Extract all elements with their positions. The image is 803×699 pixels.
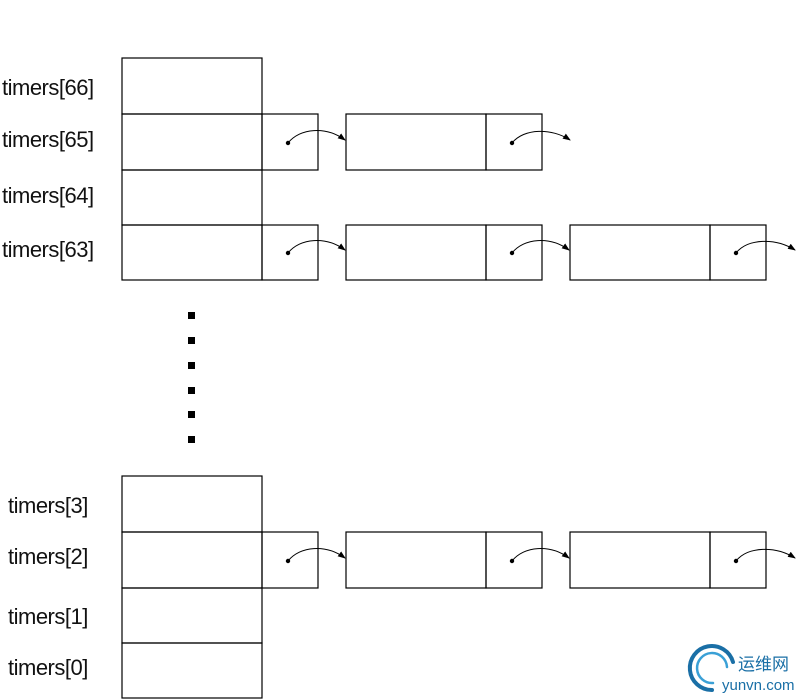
next-arrow bbox=[511, 240, 570, 254]
timer-node-next bbox=[709, 224, 767, 281]
head-pointer-cell bbox=[261, 531, 319, 589]
slot-box-1 bbox=[121, 587, 263, 644]
next-arrow bbox=[287, 240, 346, 254]
timer-node-data bbox=[569, 224, 711, 281]
top-slot-array bbox=[121, 57, 263, 281]
chain-63 bbox=[261, 224, 796, 281]
next-arrow bbox=[287, 548, 346, 562]
ellipsis-dot bbox=[188, 387, 195, 394]
chain-2 bbox=[261, 531, 796, 589]
ellipsis-dot bbox=[188, 411, 195, 418]
slot-box-0 bbox=[121, 642, 263, 699]
ellipsis-dot bbox=[188, 436, 195, 443]
timer-node-next bbox=[485, 113, 543, 171]
chain-65 bbox=[261, 113, 571, 171]
timer-node-next bbox=[485, 224, 543, 281]
next-arrow bbox=[735, 548, 796, 562]
slot-label-63: timers[63] bbox=[2, 237, 94, 262]
slot-label-64: timers[64] bbox=[2, 183, 94, 208]
slot-box-64 bbox=[121, 169, 263, 226]
slot-label-65: timers[65] bbox=[2, 127, 94, 152]
timer-node-data bbox=[569, 531, 711, 589]
ellipsis-dots bbox=[188, 312, 195, 443]
ellipsis-dot bbox=[188, 337, 195, 344]
slot-box-3 bbox=[121, 475, 263, 533]
next-arrow bbox=[735, 240, 796, 254]
head-pointer-cell bbox=[261, 224, 319, 281]
timer-node-data bbox=[345, 113, 487, 171]
slot-label-66: timers[66] bbox=[2, 75, 94, 100]
ellipsis-dot bbox=[188, 312, 195, 319]
timer-node-data bbox=[345, 224, 487, 281]
watermark: 运维网 yunvn.com bbox=[687, 644, 795, 694]
timer-node-next bbox=[709, 531, 767, 589]
slot-box-63 bbox=[121, 224, 263, 281]
slot-box-66 bbox=[121, 57, 263, 115]
bottom-slot-array bbox=[121, 475, 263, 699]
slot-label-2: timers[2] bbox=[8, 544, 88, 569]
slot-box-2 bbox=[121, 531, 263, 589]
slot-label-0: timers[0] bbox=[8, 655, 88, 680]
watermark-logo-icon bbox=[687, 644, 735, 693]
timer-node-data bbox=[345, 531, 487, 589]
timer-node-next bbox=[485, 531, 543, 589]
next-arrow bbox=[511, 548, 570, 562]
watermark-en-text: yunvn.com bbox=[722, 677, 795, 694]
next-arrow bbox=[287, 130, 346, 144]
ellipsis-dot bbox=[188, 362, 195, 369]
slot-label-1: timers[1] bbox=[8, 604, 88, 629]
next-arrow bbox=[511, 130, 571, 144]
slot-label-3: timers[3] bbox=[8, 493, 88, 518]
watermark-cn-text: 运维网 bbox=[738, 655, 789, 675]
head-pointer-cell bbox=[261, 113, 319, 171]
slot-box-65 bbox=[121, 113, 263, 171]
